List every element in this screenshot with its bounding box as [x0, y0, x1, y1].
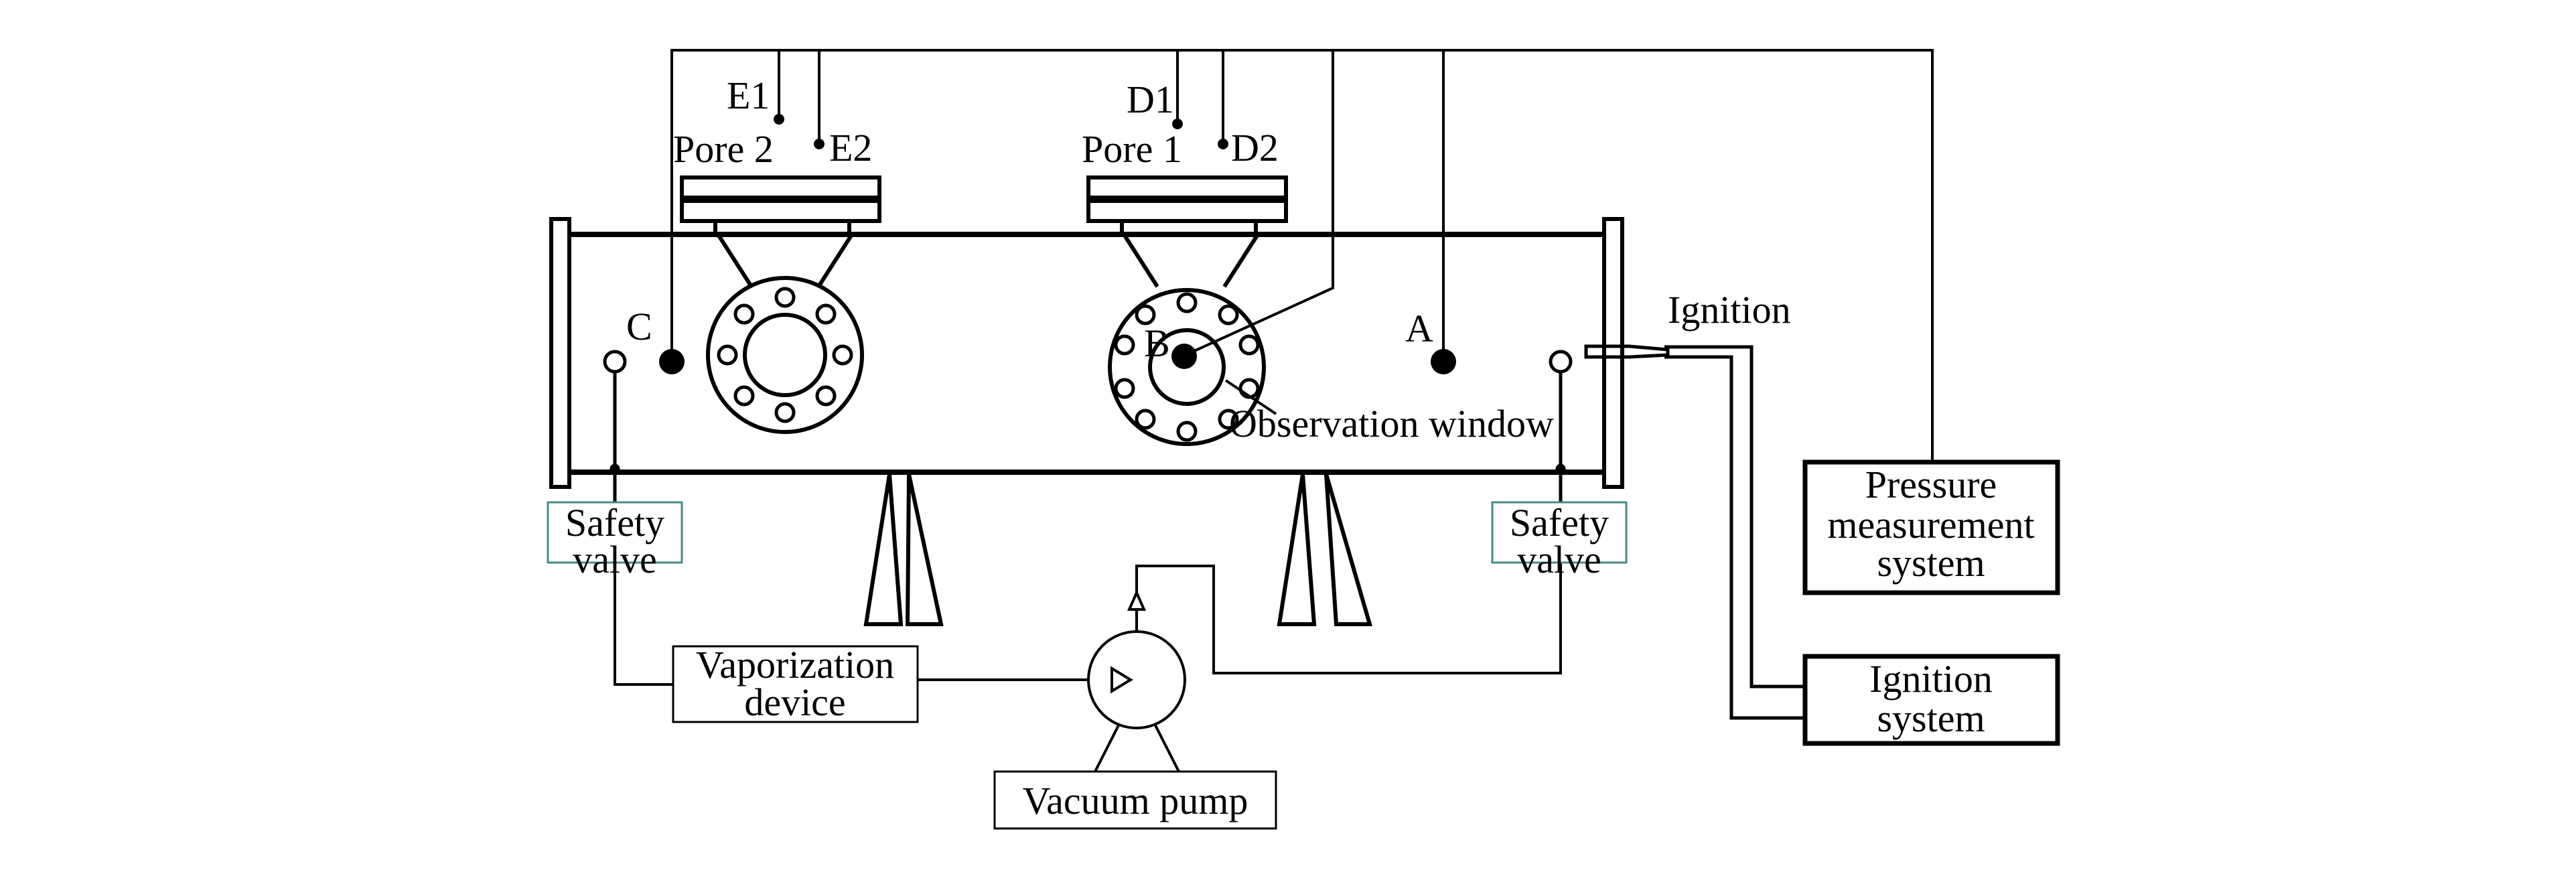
label-c: C [626, 305, 652, 348]
support-legs [863, 474, 1372, 626]
right-end-flange [1602, 217, 1624, 489]
pore-2-assembly [680, 175, 881, 434]
pressure-measurement-system-box [1802, 459, 2060, 595]
vaporization-device-box [672, 645, 919, 723]
sensor-b-dot [1171, 344, 1197, 369]
pressure-measurement-line-3: system [1877, 541, 1985, 585]
label-e2: E2 [829, 126, 872, 169]
sensor-points [659, 114, 1456, 374]
label-d1: D1 [1127, 78, 1174, 121]
label-pore-1: Pore 1 [1082, 127, 1182, 171]
pressure-measurement-line-2: measurement [1827, 503, 2034, 547]
sensor-a-dot [1431, 349, 1456, 374]
sensor-d1-dot [1172, 119, 1183, 129]
label-a: A [1405, 307, 1433, 350]
safety-valve-left-box [547, 501, 683, 564]
label-pore-2: Pore 2 [673, 127, 774, 171]
pore-1-assembly [1086, 175, 1288, 446]
vaporization-device-line-1: Vaporization [696, 643, 894, 686]
safety-valve-right-box [1491, 501, 1628, 564]
vacuum-pump [614, 563, 1562, 772]
safety-valve-left-line-2: valve [573, 538, 657, 581]
safety-valve-right-line-1: Safety [1510, 501, 1609, 545]
ignition-electrode [1584, 344, 1805, 720]
vaporization-device-line-2: device [744, 680, 845, 724]
explosion-chamber [549, 217, 1624, 489]
sensor-e2-dot [814, 139, 825, 149]
ignition-system-box [1802, 654, 2060, 746]
label-b: B [1144, 321, 1170, 365]
label-vacuum-pump: Vacuum pump [1023, 779, 1248, 822]
vacuum-pump-box [993, 770, 1277, 830]
pore-2-bolts [717, 287, 853, 423]
sensor-e1-dot [774, 114, 784, 125]
label-ignition: Ignition [1668, 288, 1791, 332]
safety-valve-ports [603, 350, 1573, 502]
label-d2: D2 [1231, 126, 1279, 169]
pressure-measurement-line-1: Pressure [1865, 463, 1997, 506]
sensor-c-dot [659, 349, 685, 374]
ignition-system-line-1: Ignition [1869, 657, 1993, 701]
safety-valve-left-line-1: Safety [565, 501, 664, 545]
sensor-d2-dot [1218, 139, 1228, 149]
sensor-wiring [670, 49, 1934, 462]
label-e1: E1 [727, 74, 770, 117]
ignition-system-line-2: system [1877, 697, 1985, 740]
observation-window-leader [1224, 379, 1277, 415]
left-end-flange [549, 217, 571, 489]
safety-valve-right-line-2: valve [1517, 538, 1601, 581]
label-observation-window: Observation window [1229, 402, 1554, 445]
